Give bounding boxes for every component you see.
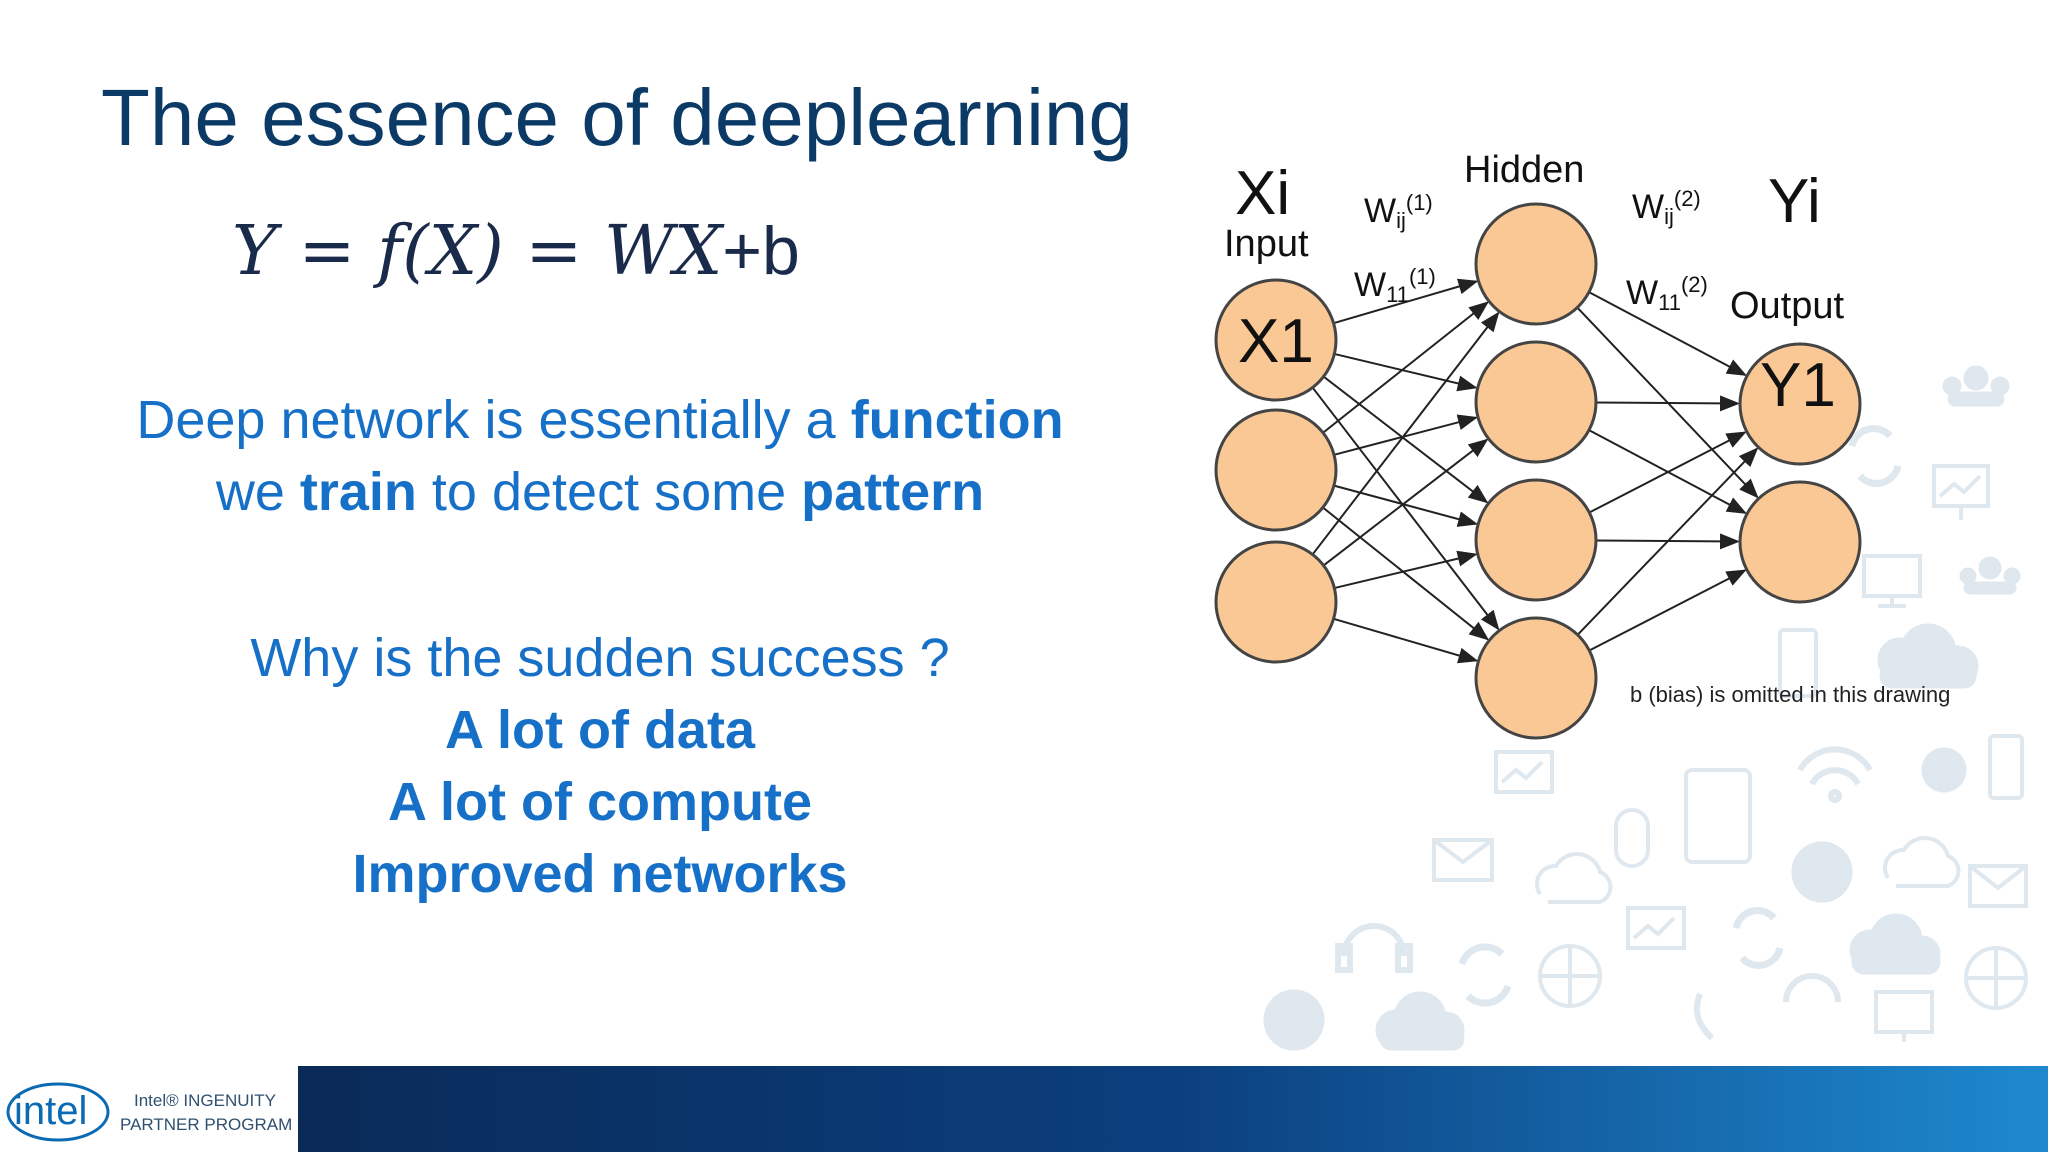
hidden-neuron-4 [1474,616,1598,740]
p1-line2-run-1: train [299,462,417,522]
input-neuron-1 [1214,278,1338,402]
presentation-icon [1626,906,1686,950]
edge-hidden2-output1 [1595,395,1741,412]
sync-icon [1848,425,1902,487]
formula-math: Y = f(X) = WX [232,212,723,291]
phone-icon [1988,734,2024,800]
paragraph1-line1: Deep network is essentially a function [0,384,1200,456]
success-question: Why is the sudden success ? [250,628,950,688]
edge-input3-hidden3 [1334,550,1478,590]
edge-hidden4-output2 [1588,569,1747,652]
edge-input1-hidden1 [1333,278,1479,325]
label-input: Input [1224,223,1309,265]
label-yi: Yi [1768,167,1821,236]
paragraph-sudden-success: Why is the sudden success ? A lot of dat… [0,622,1200,910]
slide-title: The essence of deeplearning [101,73,1133,162]
sync-icon [1732,907,1784,969]
monitor-icon [1862,554,1922,608]
cloud-icon [1877,623,1979,689]
cloud-sync-icon [1882,836,1961,888]
edge-input3-hidden2 [1322,438,1489,567]
cloud-icon [1375,991,1465,1051]
partner-line1: Intel® INGENUITY [134,1091,276,1110]
globe-icon [1538,944,1602,1008]
input-neuron-3 [1214,540,1338,664]
formula: Y = f(X) = WX+b [232,212,800,291]
edge-input2-hidden1 [1322,301,1489,434]
phone-icon [1694,992,1715,1041]
tablet-icon [1684,768,1752,864]
partner-logo-word: intel [14,1089,87,1133]
weight-label-layer2: Wij(2) [1632,186,1701,229]
label-hidden: Hidden [1464,149,1584,191]
bias-note: b (bias) is omitted in this drawing [1630,682,1951,707]
edge-input2-hidden2 [1333,414,1478,456]
output-neuron-1 [1738,342,1862,466]
people-icon [1942,365,2010,407]
monitor-icon [1874,990,1934,1042]
label-output: Output [1730,285,1845,327]
weight-label-layer1: Wij(1) [1364,190,1433,233]
connection-edges [1311,278,1759,664]
edge-input1-hidden2 [1334,352,1478,392]
edge-input1-hidden4 [1311,386,1500,631]
mouse-icon [1614,808,1650,868]
p1-line2-run-3: pattern [801,462,985,522]
formula-bias-term: +b [722,213,800,289]
p1-line2-run-2: to detect some [416,462,802,522]
p1-line1-run-1: function [850,390,1064,450]
edge-input3-hidden4 [1333,617,1479,664]
hidden-neuron-2 [1474,340,1598,464]
edge-input2-hidden3 [1333,484,1479,527]
people-icon [1959,556,2021,595]
headset-icon [1335,923,1413,973]
edge-hidden3-output1 [1588,431,1747,514]
presentation-icon [1932,464,1990,520]
p1-line1-run-0: Deep network is essentially a [136,390,851,450]
label-y1: Y1 [1760,351,1836,420]
footer: intel Intel® INGENUITY PARTNER PROGRAM i… [0,1066,2048,1152]
answer-compute: A lot of compute [388,772,812,832]
intel-ingenuity-partner-logo: intel Intel® INGENUITY PARTNER PROGRAM [6,1082,292,1142]
neural-network-diagram: Xi Input Hidden Yi Output X1 Y1 Wij(1) W… [1214,149,1862,740]
answer-data: A lot of data [445,700,755,760]
edge-hidden4-output1 [1576,447,1759,636]
edge-input3-hidden1 [1311,311,1500,556]
edge-input1-hidden3 [1322,375,1489,504]
mail-icon [1432,838,1494,882]
at-icon [1791,841,1853,903]
p1-line2-run-0: we [215,462,300,522]
edge-hidden1-output1 [1588,291,1747,376]
hidden-neuron-3 [1474,478,1598,602]
presentation-icon [1494,750,1554,794]
gear-icon [1921,747,1967,793]
hidden-neuron-1 [1474,202,1598,326]
label-x1: X1 [1238,307,1314,376]
edge-input2-hidden4 [1322,506,1490,641]
weight-label-w11-layer2: W11(2) [1626,272,1708,315]
answer-networks: Improved networks [352,844,848,904]
paragraph1-line2: we train to detect some pattern [0,456,1200,528]
partner-line2: PARTNER PROGRAM [120,1115,292,1134]
globe-icon [1964,946,2028,1010]
neurons [1214,202,1862,740]
label-xi: Xi [1235,159,1290,228]
sync-icon [1458,943,1512,1007]
paragraph-deep-network: Deep network is essentially a function w… [0,384,1200,528]
headset-icon [1783,973,1841,1003]
cloud-icon [1849,913,1941,975]
cloud-sync-icon [1534,852,1613,904]
input-neuron-2 [1214,408,1338,532]
mail-icon [1968,864,2028,908]
footer-band: intel [298,1066,2048,1152]
output-neuron-2 [1738,480,1862,604]
wifi-icon [1797,746,1873,803]
weight-label-w11-layer1: W11(1) [1354,264,1436,307]
at-icon [1263,989,1325,1051]
phone-icon [1778,628,1818,698]
intel-swirl-icon [6,1082,110,1142]
